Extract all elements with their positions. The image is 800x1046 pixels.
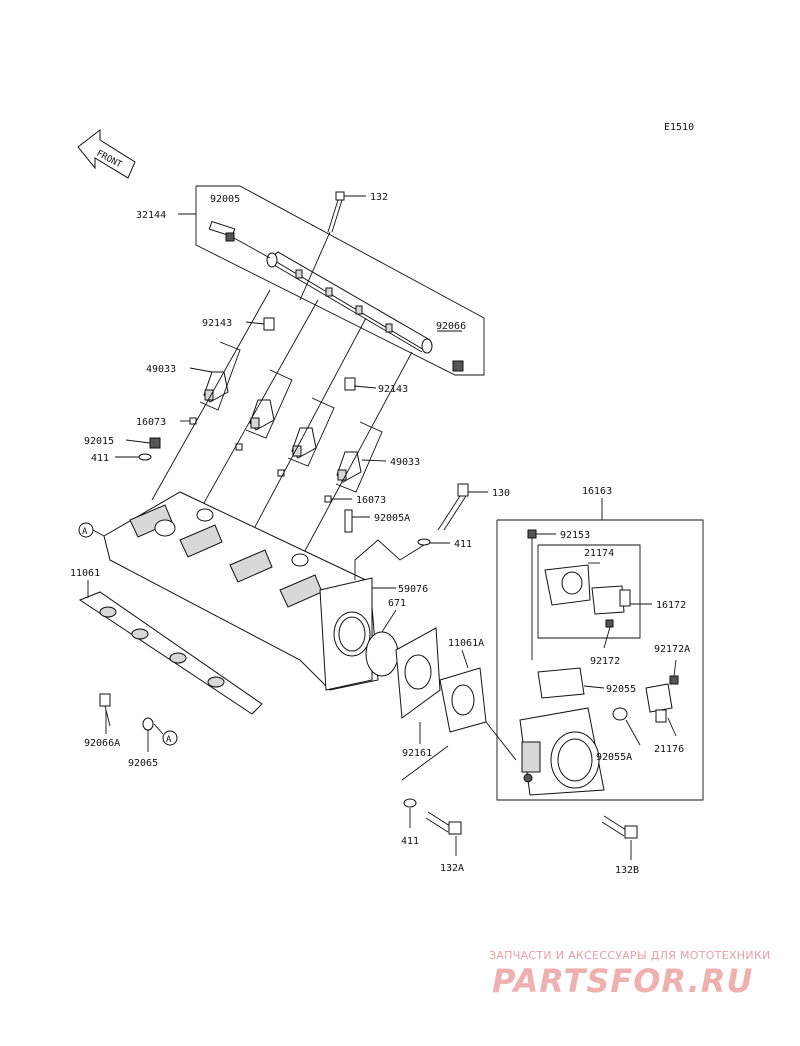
- intake-manifold: [103, 491, 379, 691]
- oring-92143-b: [344, 377, 356, 391]
- fitting-92005: [208, 220, 271, 259]
- part-labels: 32144 92005 132 92143 92066 49033 92143 …: [70, 192, 690, 876]
- oring-92143-a: [263, 317, 275, 331]
- leader-throttle-2: [401, 745, 449, 781]
- label-59076: 59076: [398, 584, 428, 595]
- gasket-92055: [537, 667, 585, 699]
- label-16073-b: 16073: [356, 495, 386, 506]
- label-11061A: 11061A: [448, 638, 484, 649]
- manifold-gasket: [78, 591, 263, 715]
- nut-92066: [452, 360, 464, 372]
- label-130: 130: [492, 488, 510, 499]
- label-ref-a-bottom: A: [166, 735, 172, 745]
- oring-92055A: [612, 707, 628, 721]
- label-92005A: 92005A: [374, 513, 410, 524]
- label-21174: 21174: [584, 548, 614, 559]
- pin-92005A: [344, 509, 353, 533]
- watermark-tagline: ЗАПЧАСТИ И АКСЕССУАРЫ ДЛЯ МОТОТЕХНИКИ: [489, 949, 771, 962]
- label-92143-a: 92143: [202, 318, 232, 329]
- label-92143-b: 92143: [378, 384, 408, 395]
- washer-411-b: [417, 538, 431, 546]
- oring-671: [365, 631, 399, 677]
- screw-92153: [527, 529, 537, 539]
- label-411-c: 411: [401, 836, 419, 847]
- bolt-130: [437, 483, 469, 531]
- label-11061: 11061: [70, 568, 100, 579]
- label-132B: 132B: [615, 865, 639, 876]
- sensor-21174: [544, 564, 591, 606]
- label-16172: 16172: [656, 600, 686, 611]
- bolt-132: [299, 191, 345, 301]
- bolt-92066A-shaft: [104, 705, 111, 727]
- fuel-rail: [266, 251, 433, 354]
- label-92172: 92172: [590, 656, 620, 667]
- leader-lines: [87, 195, 677, 860]
- label-16073-a: 16073: [136, 417, 166, 428]
- washer-411-c: [403, 798, 417, 808]
- actuator-16172: [591, 585, 631, 628]
- screw-92172A: [669, 675, 679, 685]
- spacer-92161: [395, 627, 441, 719]
- injector-4: [336, 451, 362, 483]
- injector-group: [199, 341, 383, 493]
- label-92065: 92065: [128, 758, 158, 769]
- ref-marker-a-bottom: [162, 730, 178, 746]
- label-92066A: 92066A: [84, 738, 120, 749]
- label-411-b: 411: [454, 539, 472, 550]
- bolt-132A: [425, 811, 462, 835]
- sensor-frame: [537, 544, 641, 639]
- injector-3: [291, 427, 317, 459]
- label-92055: 92055: [606, 684, 636, 695]
- label-92015: 92015: [84, 436, 114, 447]
- bolt-132B: [601, 815, 638, 839]
- throttle-body: [519, 707, 605, 796]
- label-32144: 32144: [136, 210, 166, 221]
- label-411-a: 411: [91, 453, 109, 464]
- washer-92065: [142, 717, 154, 731]
- label-132A: 132A: [440, 863, 464, 874]
- label-92066: 92066: [436, 321, 466, 332]
- label-21176: 21176: [654, 744, 684, 755]
- label-ref-a-top: A: [82, 527, 88, 537]
- guide-lines: [151, 289, 413, 561]
- cap-92015: [138, 437, 161, 461]
- throttle-body-frame: [496, 519, 704, 801]
- seal-16073-b: [235, 443, 243, 451]
- watermark-brand: PARTSFOR.RU: [492, 962, 754, 1000]
- seal-16073-d: [324, 495, 332, 503]
- leader-411-b: [354, 539, 425, 580]
- label-49033-b: 49033: [390, 457, 420, 468]
- label-132: 132: [370, 192, 388, 203]
- label-92161: 92161: [402, 748, 432, 759]
- label-92172A: 92172A: [654, 644, 690, 655]
- label-16163: 16163: [582, 486, 612, 497]
- seal-16073-c: [277, 469, 285, 477]
- fuel-rail-frame: [178, 185, 485, 376]
- label-92153: 92153: [560, 530, 590, 541]
- label-671: 671: [388, 598, 406, 609]
- bolt-92066A: [99, 693, 111, 707]
- leader-throttle-1: [485, 721, 517, 761]
- label-92005: 92005: [210, 194, 240, 205]
- diagram-code: E1510: [664, 122, 694, 133]
- sensor-21176: [645, 683, 673, 723]
- front-arrow-icon: FRONT: [77, 128, 136, 179]
- label-92055A: 92055A: [596, 752, 632, 763]
- label-49033-a: 49033: [146, 364, 176, 375]
- gasket-11061A: [439, 667, 487, 733]
